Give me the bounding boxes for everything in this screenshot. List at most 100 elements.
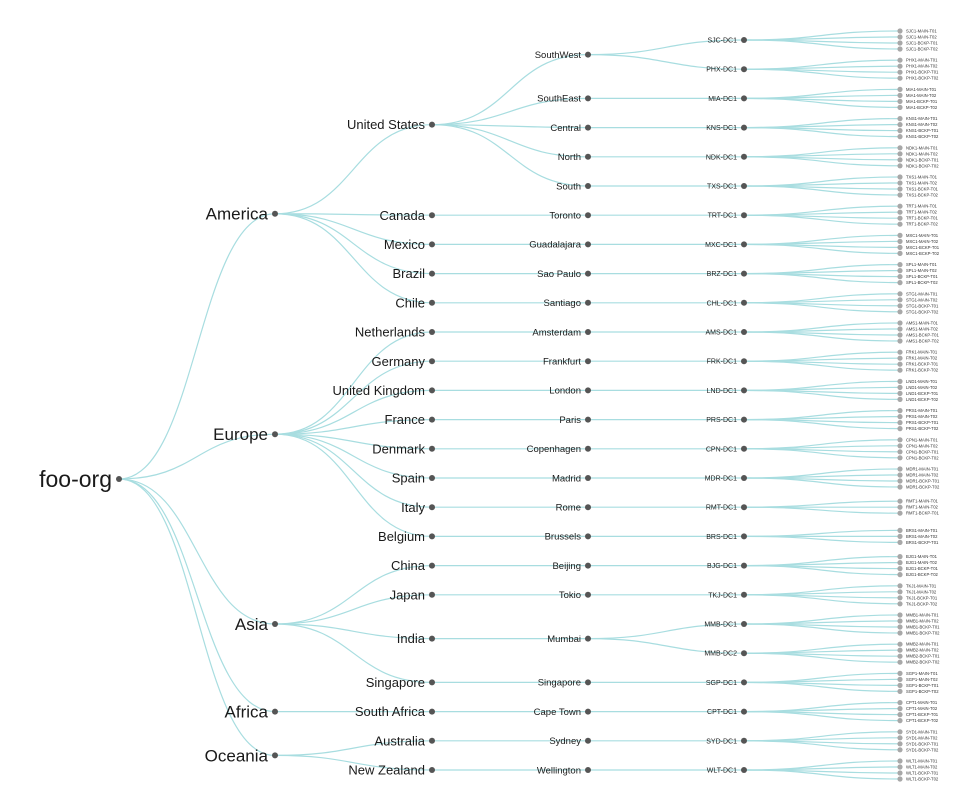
host-node[interactable]: MMB2-MAIN-T01 [897,641,939,647]
host-node[interactable]: TRT1-MAIN-T02 [897,209,938,215]
host-node[interactable]: AMS1-MAIN-T01 [897,320,939,326]
host-node[interactable]: LND1-BCKP-T01 [897,390,939,396]
country-node[interactable]: Italy [401,500,435,515]
datacenter-node[interactable]: BRZ-DC1 [707,270,747,278]
host-node[interactable]: PHX1-MAIN-T01 [897,57,938,63]
country-node[interactable]: United States [347,117,435,132]
host-node[interactable]: TRT1-MAIN-T01 [897,203,938,209]
host-node[interactable]: MXC1-BCKP-T01 [897,244,940,250]
city-node[interactable]: Santiago [543,298,591,309]
host-node[interactable]: MMB1-MAIN-T01 [897,612,939,618]
country-node[interactable]: Australia [374,733,435,748]
city-node[interactable]: SouthWest [535,50,591,61]
country-node[interactable]: Brazil [392,266,435,281]
datacenter-node[interactable]: MXC-DC1 [705,241,747,249]
host-node[interactable]: TXS1-BCKP-T01 [897,186,939,192]
host-node[interactable]: MXC1-MAIN-T02 [897,238,939,244]
host-node[interactable]: SYD1-BCKP-T02 [897,747,939,753]
host-node[interactable]: TRT1-BCKP-T01 [897,215,938,221]
city-node[interactable]: Amsterdam [532,327,591,338]
city-node[interactable]: Sao Paulo [537,269,591,280]
city-node[interactable]: Mumbai [547,634,591,645]
country-node[interactable]: Germany [372,354,435,369]
host-node[interactable]: KNS1-MAIN-T01 [897,116,938,122]
datacenter-node[interactable]: CPN-DC1 [706,445,747,453]
country-node[interactable]: France [385,412,435,427]
host-node[interactable]: MXC1-MAIN-T01 [897,232,939,238]
host-node[interactable]: AMS1-BCKP-T02 [897,338,939,344]
host-node[interactable]: TKJ1-MAIN-T02 [897,589,937,595]
host-node[interactable]: BRS1-MAIN-T02 [897,533,938,540]
host-node[interactable]: LND1-MAIN-T01 [897,378,938,384]
country-node[interactable]: Netherlands [355,325,435,340]
host-node[interactable]: AMS1-MAIN-T02 [897,326,939,332]
host-node[interactable]: SPL1-BCKP-T01 [897,274,938,280]
host-node[interactable]: PHX1-MAIN-T02 [897,63,938,69]
city-node[interactable]: Copenhagen [527,444,591,455]
host-node[interactable]: KNS1-BCKP-T01 [897,128,939,134]
host-node[interactable]: TXS1-BCKP-T02 [897,192,939,198]
host-node[interactable]: PRS1-BCKP-T02 [897,426,939,432]
host-node[interactable]: MIA1-MAIN-T01 [897,86,937,92]
host-node[interactable]: SPL1-BCKP-T02 [897,280,938,286]
host-node[interactable]: MDR1-MAIN-T01 [897,466,939,472]
city-node[interactable]: Brussels [545,532,591,543]
host-node[interactable]: WLT1-BCKP-T02 [897,776,939,782]
city-node[interactable]: Singapore [538,678,591,689]
host-node[interactable]: SGP1-BCKP-T01 [897,682,939,689]
datacenter-node[interactable]: PRS-DC1 [706,416,747,424]
host-node[interactable]: MXC1-BCKP-T02 [897,250,940,256]
datacenter-node[interactable]: SGP-DC1 [706,679,747,687]
host-node[interactable]: PRS1-MAIN-T02 [897,414,938,420]
host-node[interactable]: WLT1-MAIN-T01 [897,758,938,764]
region-node[interactable]: Asia [235,615,278,634]
datacenter-node[interactable]: AMS-DC1 [705,329,747,336]
host-node[interactable]: STG1-MAIN-T02 [897,297,938,303]
city-node[interactable]: Cape Town [534,707,591,718]
host-node[interactable]: TRT1-BCKP-T02 [897,221,938,227]
datacenter-node[interactable]: MMB-DC1 [704,621,747,628]
city-node[interactable]: North [558,152,591,163]
host-node[interactable]: NDK1-MAIN-T01 [897,145,938,151]
country-node[interactable]: Singapore [366,675,435,690]
host-node[interactable]: NDK1-BCKP-T01 [897,157,939,163]
host-node[interactable]: RMT1-BCKP-T01 [897,510,939,516]
host-node[interactable]: SJC1-BCKP-T02 [897,46,938,52]
country-node[interactable]: South Africa [355,704,435,719]
host-node[interactable]: CPN1-BCKP-T02 [897,455,939,461]
datacenter-node[interactable]: TXS-DC1 [707,183,747,190]
city-node[interactable]: South [556,181,591,192]
city-node[interactable]: London [549,386,591,397]
host-node[interactable]: SPL1-MAIN-T02 [897,268,937,274]
country-node[interactable]: Belgium [378,529,435,544]
host-node[interactable]: CPT1-BCKP-T02 [897,718,939,724]
city-node[interactable]: Wellington [537,765,591,776]
host-node[interactable]: TXS1-MAIN-T01 [897,174,938,180]
datacenter-node[interactable]: KNS-DC1 [706,124,747,132]
host-node[interactable]: MDR1-MAIN-T02 [897,472,939,478]
datacenter-node[interactable]: TKJ-DC1 [708,591,747,599]
datacenter-node[interactable]: SJC-DC1 [707,37,747,44]
host-node[interactable]: PRS1-MAIN-T01 [897,408,938,414]
host-node[interactable]: NDK1-MAIN-T02 [897,151,938,157]
datacenter-node[interactable]: MDR-DC1 [705,475,747,482]
host-node[interactable]: MIA1-BCKP-T02 [897,104,938,110]
host-node[interactable]: RMT1-MAIN-T02 [897,504,939,510]
host-node[interactable]: CPN1-BCKP-T01 [897,449,939,455]
host-node[interactable]: CPT1-MAIN-T02 [897,706,938,712]
datacenter-node[interactable]: PHX-DC1 [706,66,747,74]
datacenter-node[interactable]: FRK-DC1 [707,358,747,366]
host-node[interactable]: FRK1-BCKP-T02 [897,367,939,373]
datacenter-node[interactable]: CHL-DC1 [707,299,747,307]
datacenter-node[interactable]: MMB-DC2 [704,650,747,658]
host-node[interactable]: SYD1-MAIN-T01 [897,729,938,735]
host-node[interactable]: LND1-BCKP-T02 [897,396,939,402]
host-node[interactable]: STG1-MAIN-T01 [897,291,938,297]
country-node[interactable]: Chile [395,295,435,310]
host-node[interactable]: TKJ1-BCKP-T01 [897,595,938,601]
host-node[interactable]: BJG1-MAIN-T01 [897,554,938,560]
host-node[interactable]: AMS1-BCKP-T01 [897,332,939,338]
host-node[interactable]: CPN1-MAIN-T02 [897,443,938,449]
host-node[interactable]: MDR1-BCKP-T01 [897,478,940,484]
country-node[interactable]: Denmark [372,441,435,456]
